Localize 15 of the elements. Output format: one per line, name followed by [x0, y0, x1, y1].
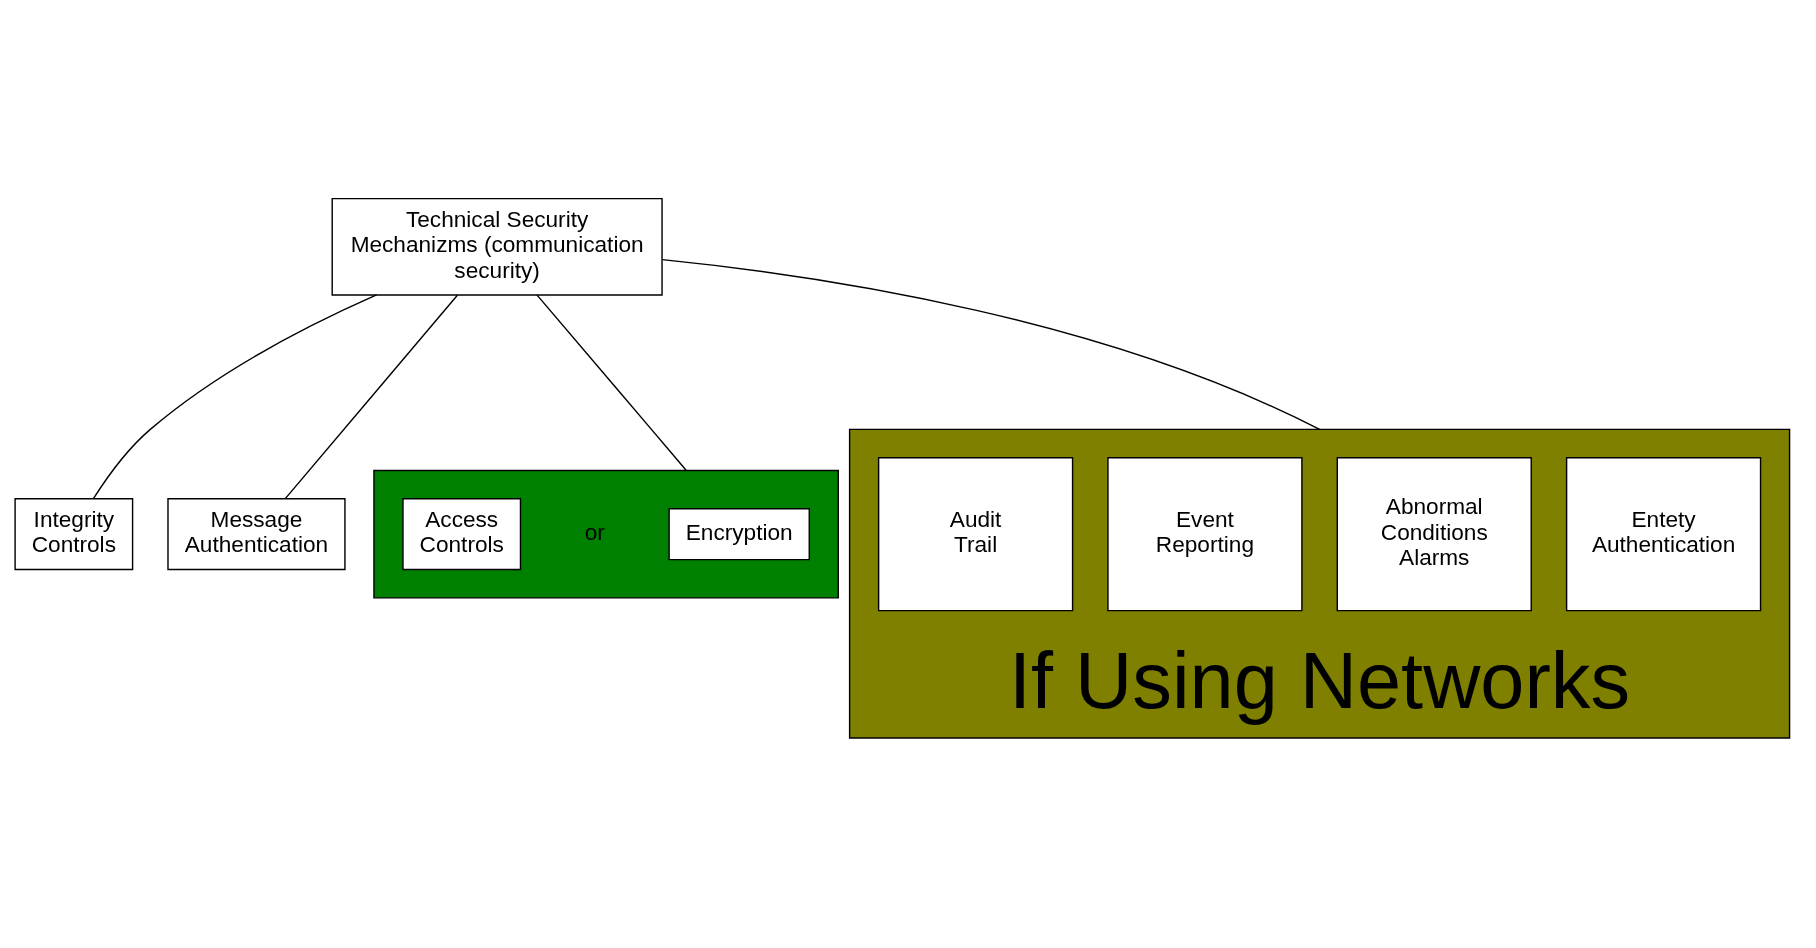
cluster	[373, 469, 839, 599]
node-box: Access Controls	[402, 498, 522, 571]
node-box: Audit Trail	[877, 457, 1074, 612]
connector	[284, 294, 459, 500]
connector	[661, 258, 1321, 431]
label: or	[584, 519, 605, 545]
node-box: Technical Security Mechanizms (communication security)	[331, 197, 663, 296]
node-box: Abnormal Conditions Alarms	[1336, 457, 1532, 612]
node-box: Event Reporting	[1107, 457, 1303, 612]
node-box: Message Authentication	[167, 498, 346, 571]
node-box: Integrity Controls	[14, 498, 134, 571]
node-box: Entety Authentication	[1565, 457, 1762, 612]
connector	[536, 294, 687, 472]
connector	[92, 294, 378, 500]
node-box: Encryption	[668, 507, 810, 561]
